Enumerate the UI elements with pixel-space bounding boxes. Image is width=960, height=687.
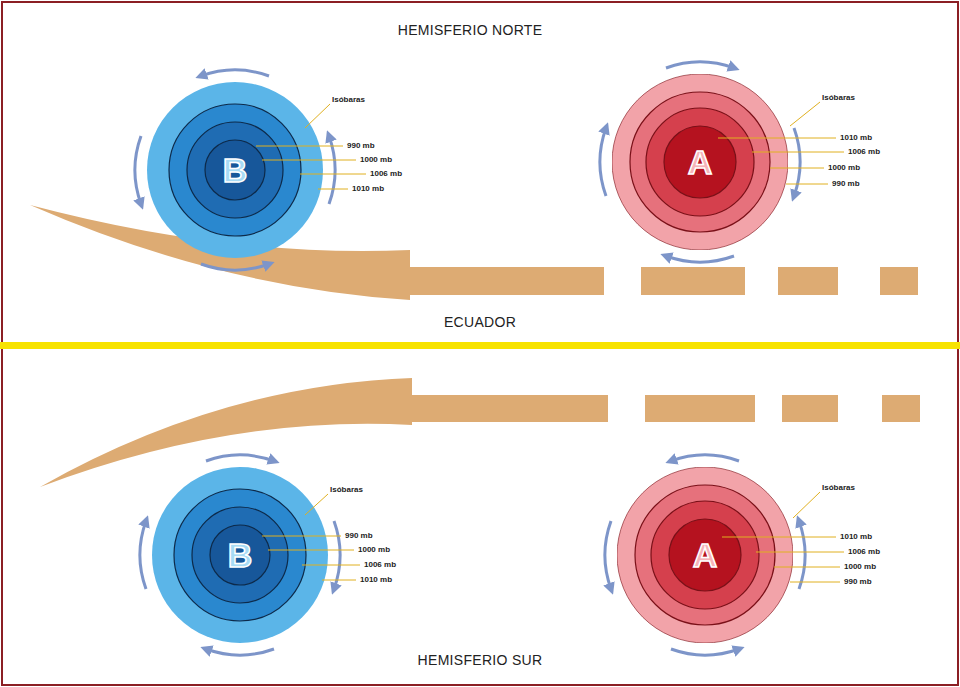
isobar-label: 1006 mb <box>370 169 402 179</box>
pressure-letter: A <box>693 538 718 572</box>
isobar-label: 1006 mb <box>848 547 880 557</box>
rotation-arrows <box>140 455 340 655</box>
isobar-label: 1010 mb <box>360 575 392 585</box>
isobar-label: 1000 mb <box>358 545 390 555</box>
isobar-label: 990 mb <box>345 531 373 541</box>
pressure-letter: B <box>228 538 253 572</box>
isobar-label: Isóbaras <box>822 483 855 493</box>
equator-line <box>0 342 960 349</box>
pressure-letter: A <box>688 145 713 179</box>
isobar-label: 1006 mb <box>364 560 396 570</box>
region-heading: HEMISFERIO SUR <box>418 652 543 668</box>
rotation-arrows <box>605 455 805 655</box>
isobar-label: Isóbaras <box>332 95 365 105</box>
pressure-letter: B <box>223 153 248 187</box>
isobar-label: 990 mb <box>832 179 860 189</box>
low-pressure-circle: B <box>147 82 323 258</box>
low-pressure-circle: B <box>152 467 328 643</box>
wind-arrow <box>40 378 920 487</box>
isobar-label: 990 mb <box>844 577 872 587</box>
isobar-label: Isóbaras <box>822 93 855 103</box>
region-heading: HEMISFERIO NORTE <box>398 22 543 38</box>
rotation-arrows <box>135 70 335 270</box>
isobar-label: 1010 mb <box>840 532 872 542</box>
isobar-label: Isóbaras <box>330 485 363 495</box>
isobar-label: 1010 mb <box>352 184 384 194</box>
rotation-arrows <box>600 62 800 262</box>
high-pressure-circle: A <box>612 74 788 250</box>
isobar-label: 1000 mb <box>360 155 392 165</box>
isobar-label: 1000 mb <box>828 163 860 173</box>
isobar-label: 1006 mb <box>848 147 880 157</box>
high-pressure-circle: A <box>617 467 793 643</box>
isobar-label: 1010 mb <box>840 133 872 143</box>
isobar-label: 1000 mb <box>844 562 876 572</box>
isobar-label: 990 mb <box>347 141 375 151</box>
region-heading: ECUADOR <box>444 314 516 330</box>
